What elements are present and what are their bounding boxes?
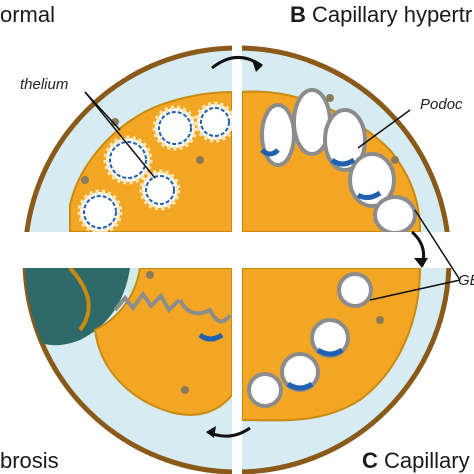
panel-d-title: brosis <box>0 448 59 473</box>
capillary-loop <box>280 352 320 392</box>
podocyte-leader <box>357 109 411 149</box>
fibrotic-region <box>25 268 130 346</box>
capillary-loop <box>323 108 367 172</box>
panel-a-title: ormal <box>0 2 56 27</box>
horizontal-divider <box>0 232 474 268</box>
arrow-c-to-d <box>206 426 251 438</box>
panel-c-tuft <box>241 267 422 422</box>
panel-d-tuft <box>25 266 233 416</box>
endothelium-label: thelium <box>20 76 69 93</box>
arrow-b-to-c <box>410 230 428 268</box>
capillary-loop <box>247 372 283 408</box>
capillary-loop <box>373 195 417 235</box>
endothelium-leader <box>84 91 156 179</box>
gbm-leader <box>414 209 461 281</box>
arrow-a-to-b <box>211 56 263 72</box>
gbm-leader <box>369 279 461 301</box>
gbm-label: GE <box>458 272 474 289</box>
podocyte-label: Podoc <box>420 96 463 113</box>
panel-a-tuft <box>69 90 236 235</box>
capillary-loop <box>310 318 350 358</box>
panel-b-tuft <box>241 88 422 235</box>
panel-c-title: C Capillary <box>362 448 470 473</box>
capillary-loop <box>337 272 373 308</box>
capillary-loop <box>348 152 396 208</box>
panel-c-letter: C <box>362 448 378 473</box>
panel-b-title: B Capillary hypertr <box>290 2 473 27</box>
panel-b-letter: B <box>290 2 306 27</box>
